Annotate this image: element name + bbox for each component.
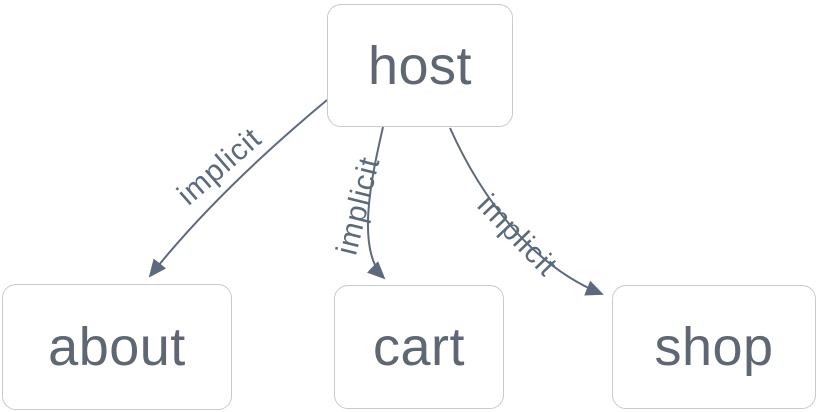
node-cart-label: cart: [372, 317, 466, 377]
node-cart: cart: [334, 285, 504, 409]
edge-host-cart: [366, 126, 386, 280]
node-about: about: [2, 284, 232, 410]
edge-host-about: [148, 99, 328, 278]
node-shop-label: shop: [654, 317, 774, 377]
node-about-label: about: [48, 317, 186, 377]
node-host: host: [327, 4, 513, 127]
node-shop: shop: [612, 285, 816, 409]
edge-host-shop: [449, 127, 604, 296]
node-host-label: host: [367, 35, 473, 96]
